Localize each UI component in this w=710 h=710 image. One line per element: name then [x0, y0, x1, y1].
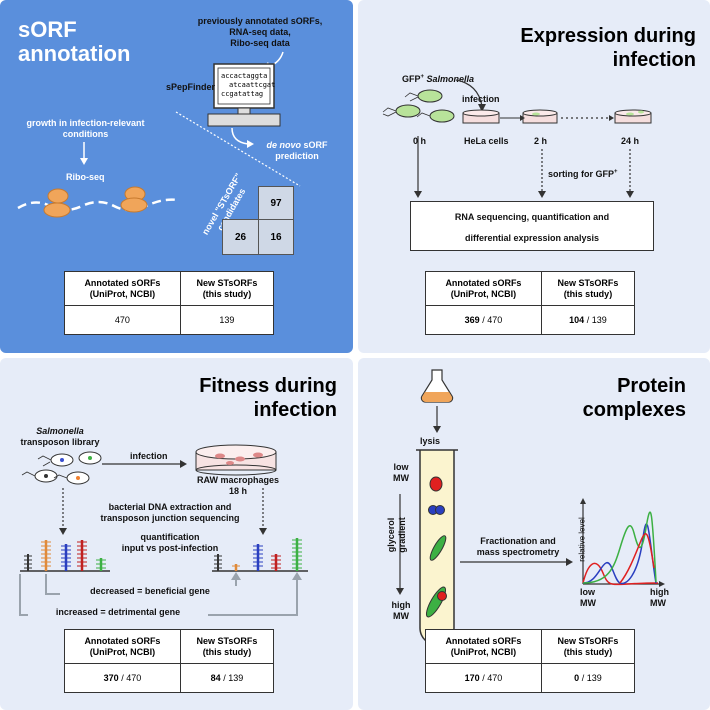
sorf-annotation-graphics [17, 51, 301, 218]
table-value-new: 139 [179, 305, 275, 335]
time-2h-label: 2 h [534, 136, 548, 146]
table-header-new: New STsORFs(this study) [179, 629, 275, 664]
panel-title-line1: Fitness during [199, 375, 337, 397]
panel-title-line1: sORF [18, 17, 77, 42]
decreased-beneficial-label: decreased = beneficial gene [60, 586, 240, 597]
dna-extraction-label: bacterial DNA extraction and transposon … [100, 502, 240, 523]
table-value-new: 0 / 139 [540, 663, 636, 693]
table-value-annotated: 170 / 470 [425, 663, 542, 693]
venn-cell-97: 97 [258, 186, 294, 220]
growth-conditions-label: growth in infection-relevant conditions [26, 118, 145, 139]
ribo-seq-label: Ribo-seq [66, 172, 105, 182]
table-value-annotated: 370 / 470 [64, 663, 181, 693]
sequence-line-2: atcaattcgat [229, 81, 276, 89]
lysis-label: lysis [420, 436, 441, 446]
summary-table: Annotated sORFs(UniProt, NCBI) New STsOR… [425, 271, 636, 335]
table-header-annotated: Annotated sORFs(UniProt, NCBI) [64, 271, 181, 306]
panel-fitness-during-infection: Fitness during infection Salmonella tran… [0, 358, 353, 710]
increased-detrimental-label: increased = detrimental gene [28, 607, 208, 618]
infection-label: infection [130, 451, 168, 461]
relative-level-label: relative level [577, 517, 587, 562]
table-header-new: New STsORFs(this study) [540, 629, 636, 664]
panel-title-line1: Protein [617, 375, 686, 397]
table-value-new: 104 / 139 [540, 305, 636, 335]
data-sources-label: previously annotated sORFs, RNA-seq data… [197, 16, 323, 48]
table-value-annotated: 470 [64, 305, 181, 335]
sequence-line-3: ccgatattag [221, 90, 264, 98]
time-0h-label: 0 h [413, 136, 427, 146]
raw-macrophages-label: RAW macrophages 18 h [196, 475, 280, 496]
panel-expression-during-infection: Expression during infection GFP+ Salmone… [358, 0, 710, 353]
rna-sequencing-line1: RNA sequencing, quantification and [454, 212, 610, 222]
infection-label: infection [462, 94, 500, 104]
rna-sequencing-box: RNA sequencing, quantification and diffe… [410, 201, 654, 251]
fitness-graphics [19, 444, 308, 616]
panel-title-line2: infection [612, 49, 696, 71]
summary-table: Annotated sORFs(UniProt, NCBI) New STsOR… [64, 629, 275, 693]
panel-protein-complexes: Protein complexes lysis lo [358, 358, 710, 710]
spepfinder-label: sPepFinder [166, 82, 216, 92]
panel-title-line2: infection [253, 399, 337, 421]
venn-cell-26: 26 [222, 219, 259, 255]
table-value-annotated: 369 / 470 [425, 305, 542, 335]
table-header-annotated: Annotated sORFs(UniProt, NCBI) [425, 271, 542, 306]
expression-graphics [382, 79, 652, 198]
panel-title-line1: Expression during [520, 25, 696, 47]
venn-cell-16: 16 [258, 219, 294, 255]
table-value-new: 84 / 139 [179, 663, 275, 693]
table-header-annotated: Annotated sORFs(UniProt, NCBI) [64, 629, 181, 664]
quantification-label: quantification input vs post-infection [121, 532, 219, 553]
table-header-new: New STsORFs(this study) [179, 271, 275, 306]
panel-title-line2: annotation [18, 41, 131, 66]
hela-cells-label: HeLa cells [464, 136, 509, 146]
de-novo-prediction-label: de novo sORF prediction [266, 140, 328, 161]
panel-title-line2: complexes [582, 399, 686, 421]
panel-sorf-annotation: sORF annotation previously annotated sOR… [0, 0, 353, 353]
rna-sequencing-line2: differential expression analysis [464, 233, 600, 243]
summary-table: Annotated sORFs(UniProt, NCBI) New STsOR… [425, 629, 636, 693]
transposon-library-label: Salmonella transposon library [20, 426, 100, 447]
time-24h-label: 24 h [621, 136, 640, 146]
summary-table: Annotated sORFs(UniProt, NCBI) New STsOR… [64, 271, 275, 335]
sequence-line-1: accactaggta [221, 72, 268, 80]
table-header-annotated: Annotated sORFs(UniProt, NCBI) [425, 629, 542, 664]
sorting-label: sorting for GFP+ [548, 169, 618, 179]
table-header-new: New STsORFs(this study) [540, 271, 636, 306]
gfp-salmonella-label: GFP+ Salmonella [402, 74, 475, 84]
